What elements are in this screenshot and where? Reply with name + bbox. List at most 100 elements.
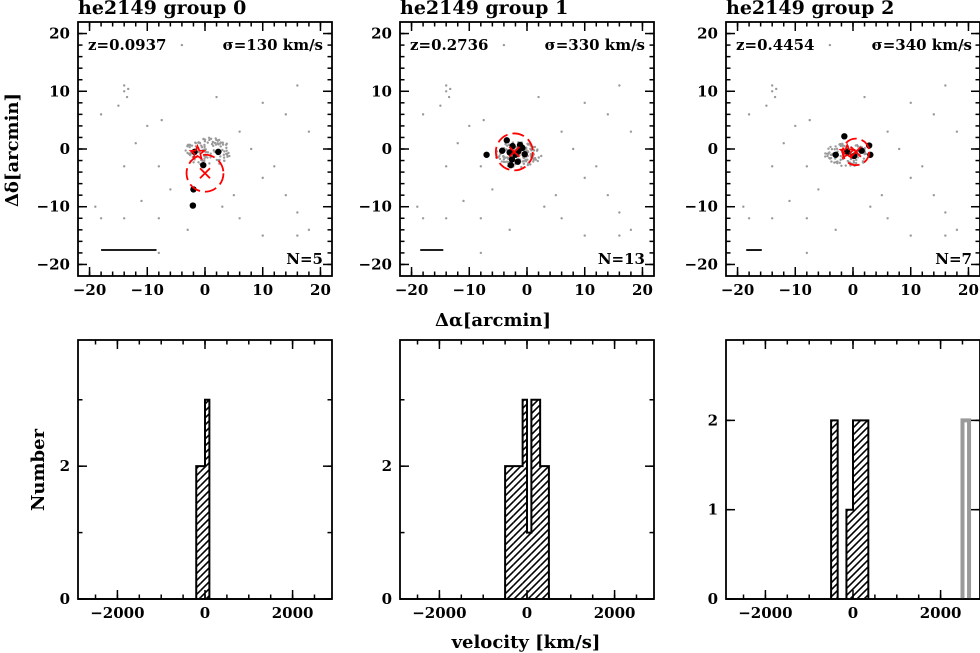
field-galaxy-point	[160, 118, 163, 122]
field-galaxy-point	[203, 143, 206, 147]
field-galaxy-point	[498, 157, 502, 161]
x-tick-label: 2000	[594, 604, 636, 622]
field-galaxy-point	[543, 205, 546, 208]
field-galaxy-point	[830, 148, 834, 151]
field-galaxy-point	[817, 188, 820, 191]
field-galaxy-point	[583, 234, 586, 237]
field-galaxy-point	[238, 130, 241, 133]
x-tick-label: −20	[73, 281, 106, 299]
field-galaxy-point	[583, 101, 586, 105]
y-tick-label: −10	[685, 198, 718, 216]
y-tick-label: −20	[359, 255, 392, 273]
x-tick-label: 10	[252, 281, 273, 299]
histogram-bar	[200, 466, 205, 599]
field-galaxy-point	[99, 217, 103, 220]
field-galaxy-point	[157, 251, 161, 255]
field-galaxy-point	[886, 130, 889, 133]
field-galaxy-point	[186, 145, 189, 148]
field-galaxy-point	[296, 211, 299, 214]
field-galaxy-point	[775, 87, 778, 91]
histogram-bar	[831, 420, 838, 599]
field-galaxy-point	[505, 144, 509, 147]
member-galaxy-point	[503, 137, 510, 144]
x-tick-label: 0	[522, 281, 532, 299]
y-tick-label: 10	[697, 82, 718, 100]
member-galaxy-point	[200, 161, 207, 169]
field-galaxy-point	[747, 113, 751, 116]
x-tick-label: 0	[200, 604, 210, 622]
field-galaxy-point	[221, 141, 225, 144]
x-tick-label: 0	[200, 281, 210, 299]
field-galaxy-point	[862, 157, 866, 160]
bcg-star-marker	[188, 143, 207, 161]
field-galaxy-point	[261, 101, 264, 105]
field-galaxy-point	[583, 176, 586, 180]
y-tick-label: −10	[37, 198, 70, 216]
field-galaxy-point	[856, 145, 860, 148]
field-galaxy-point	[491, 188, 494, 191]
field-galaxy-point	[223, 150, 226, 153]
field-galaxy-point	[782, 142, 785, 145]
field-galaxy-point	[273, 165, 276, 168]
field-galaxy-point	[532, 145, 536, 149]
field-galaxy-point	[169, 188, 172, 191]
x-tick-label: 20	[310, 281, 331, 299]
field-galaxy-point	[909, 234, 912, 237]
field-galaxy-point	[618, 211, 621, 214]
histogram-outline	[845, 419, 870, 599]
field-galaxy-point	[742, 205, 745, 208]
field-galaxy-point	[536, 159, 539, 163]
field-galaxy-point	[808, 118, 811, 122]
field-galaxy-point	[188, 145, 191, 149]
histogram-bar	[196, 466, 201, 599]
field-galaxy-point	[208, 138, 211, 142]
y-tick-label: 0	[708, 590, 718, 608]
field-galaxy-point	[504, 143, 507, 146]
field-galaxy-point	[828, 43, 832, 47]
y-tick-label: 1	[708, 501, 718, 519]
field-galaxy-point	[203, 148, 206, 151]
field-galaxy-point	[839, 144, 843, 148]
field-galaxy-point	[192, 161, 195, 164]
field-galaxy-point	[805, 165, 809, 168]
y-tick-label: 20	[371, 25, 392, 43]
field-galaxy-point	[206, 141, 209, 144]
field-galaxy-point	[944, 234, 947, 237]
field-galaxy-point	[829, 153, 833, 157]
x-tick-label: −2000	[90, 604, 144, 622]
x-tick-label: −2000	[738, 604, 792, 622]
y-tick-label: 20	[49, 25, 70, 43]
x-tick-label: −20	[395, 281, 428, 299]
field-galaxy-point	[444, 217, 448, 220]
field-galaxy-point	[421, 113, 425, 116]
field-galaxy-point	[203, 140, 207, 143]
field-galaxy-point	[540, 154, 543, 158]
field-galaxy-point	[219, 141, 223, 144]
field-galaxy-point	[886, 217, 889, 220]
field-galaxy-point	[897, 147, 901, 151]
field-galaxy-point	[216, 142, 219, 145]
histogram-outline	[504, 398, 550, 599]
field-galaxy-point	[864, 152, 868, 156]
field-galaxy-point	[835, 147, 839, 151]
field-galaxy-point	[215, 95, 218, 99]
field-galaxy-point	[856, 156, 860, 159]
x-tick-label: 2000	[920, 604, 962, 622]
field-galaxy-point	[224, 143, 228, 146]
field-galaxy-point	[213, 141, 217, 145]
member-galaxy-point	[507, 161, 515, 169]
field-galaxy-point	[854, 161, 858, 165]
field-galaxy-point	[307, 130, 311, 133]
member-galaxy-point	[483, 151, 490, 158]
field-galaxy-point	[226, 155, 229, 158]
field-galaxy-point	[805, 217, 809, 220]
field-galaxy-point	[186, 151, 189, 155]
histogram-bar	[522, 399, 527, 599]
x-tick-label: 20	[958, 281, 979, 299]
field-galaxy-point	[606, 193, 610, 197]
field-galaxy-point	[225, 146, 228, 150]
redshift-label: z=0.0937	[88, 36, 167, 54]
field-galaxy-point	[157, 165, 161, 168]
